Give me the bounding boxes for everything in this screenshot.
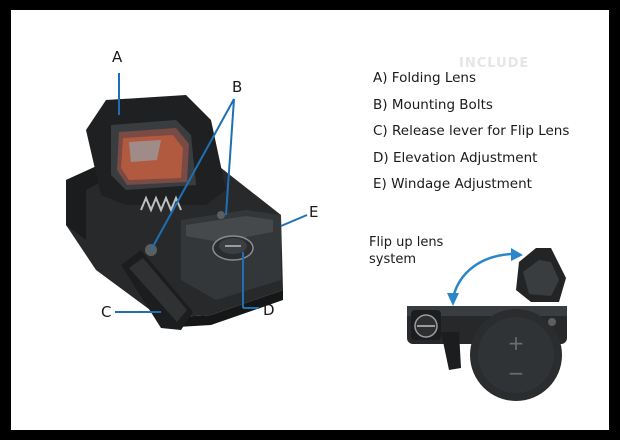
callout-c: C xyxy=(101,303,112,321)
diagram-card: + − INCLUDE A B C D E A) Folding Lens B)… xyxy=(11,10,609,430)
flip-caption-line-1: Flip up lens xyxy=(369,235,444,250)
diagram-artwork: + − xyxy=(66,73,567,401)
faded-heading: INCLUDE xyxy=(459,56,530,71)
legend-item-mounting-bolts: B) Mounting Bolts xyxy=(373,96,493,113)
leader-lines xyxy=(115,73,308,313)
svg-text:−: − xyxy=(508,361,525,385)
flip-arrow xyxy=(447,248,523,306)
parts-legend: A) Folding Lens B) Mounting Bolts C) Rel… xyxy=(373,65,569,198)
legend-item-folding-lens: A) Folding Lens xyxy=(373,70,477,86)
flip-caption: Flip up lens system xyxy=(369,234,443,268)
legend-item-windage-adjustment: E) Windage Adjustment xyxy=(373,176,532,193)
callout-e: E xyxy=(309,203,319,221)
callout-a: A xyxy=(112,48,123,66)
svg-text:+: + xyxy=(508,331,525,355)
flip-caption-line-2: system xyxy=(369,252,416,267)
red-dot-sight-main xyxy=(66,95,283,330)
red-dot-sight-flip-view: + − xyxy=(407,248,567,401)
legend-item-elevation-adjustment: D) Elevation Adjustment xyxy=(373,149,538,166)
legend-item-release-lever: C) Release lever for Flip Lens xyxy=(373,123,570,140)
callout-b: B xyxy=(232,78,243,96)
callout-d: D xyxy=(263,301,275,319)
